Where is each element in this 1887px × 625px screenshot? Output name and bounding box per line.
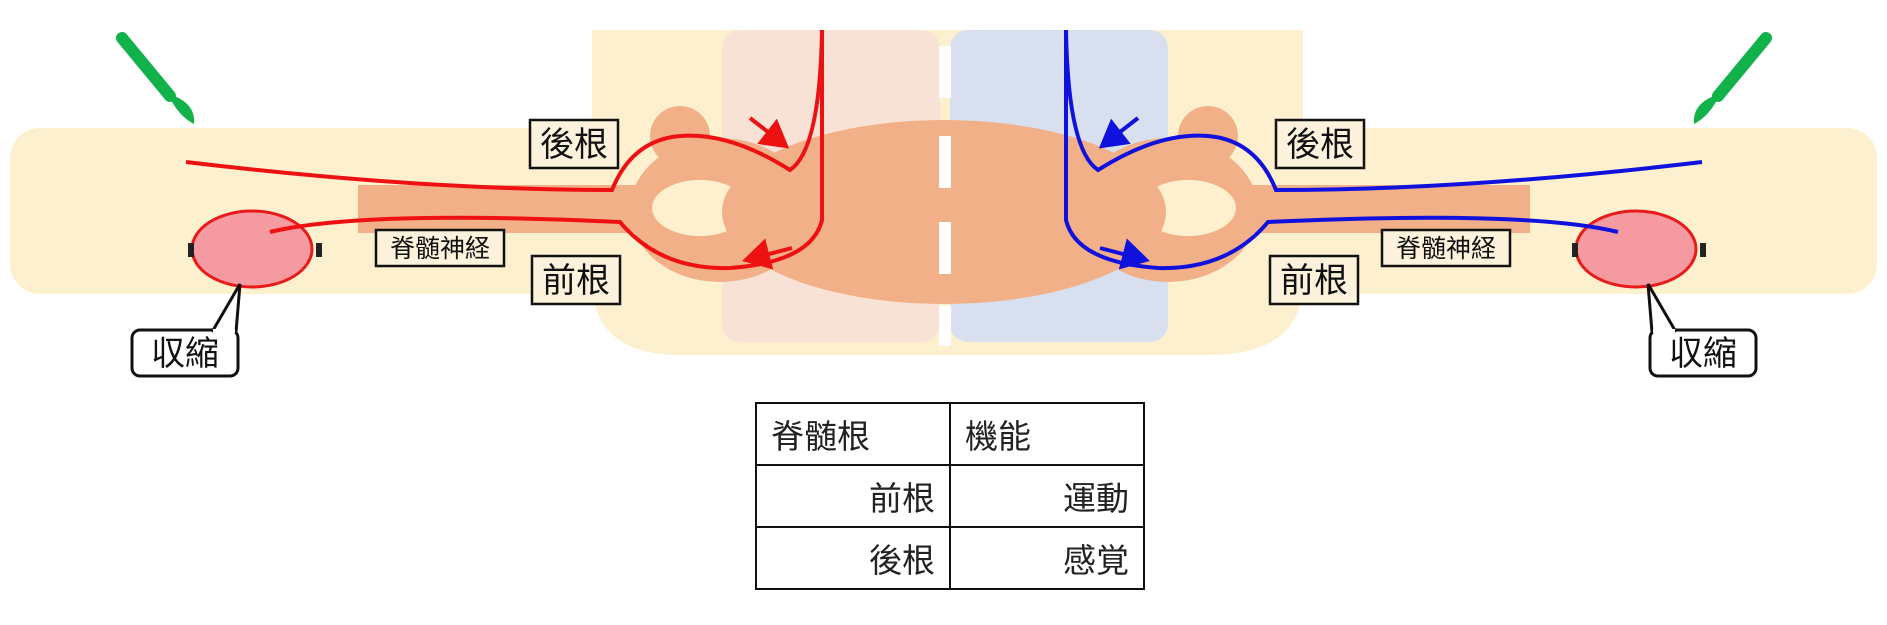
spinal-cord [722,120,1166,304]
arrow-left-ventral [742,238,793,270]
tendon-left-b [316,243,322,257]
motor-path-right [1064,30,1619,271]
table-cell: 後根 [755,526,951,590]
table-cell: 感覚 [949,526,1145,590]
svg-text:脊髄神経: 脊髄神経 [1396,234,1496,263]
spinal-nerve-trunk-right [1240,185,1530,233]
label-ventral-root-left: 前根 [530,254,622,306]
table-header: 機能 [949,402,1145,466]
muscle-left [190,209,314,289]
label-ventral-root-right: 前根 [1268,254,1360,306]
svg-text:前根: 前根 [1280,261,1348,301]
table-cell: 前根 [755,464,951,528]
paintbrush-icon [116,32,195,124]
label-dorsal-root-right: 後根 [1274,118,1366,170]
arrow-right-dorsal [1098,116,1140,149]
svg-text:後根: 後根 [540,125,608,165]
arrow-left-dorsal [748,116,790,149]
callout-contraction-right: 収縮 [1646,283,1758,378]
table-row: 後根 感覚 [755,526,1145,590]
label-spinal-nerve-right: 脊髄神経 [1380,228,1512,268]
midline [939,46,951,346]
svg-text:収縮: 収縮 [151,334,219,374]
table-header-row: 脊髄根 機能 [755,402,1145,466]
svg-text:脊髄神経: 脊髄神経 [390,234,490,263]
arrow-right-ventral [1099,238,1150,270]
tendon-right-b [1700,243,1706,257]
svg-text:収縮: 収縮 [1669,334,1737,374]
tendon-left-a [188,243,194,257]
table-header: 脊髄根 [755,402,951,466]
sensory-path-left [185,29,824,193]
paintbrush-icon [1693,32,1772,124]
svg-text:前根: 前根 [542,261,610,301]
label-dorsal-root-left: 後根 [528,118,620,170]
spinal-nerve-trunk-left [358,185,648,233]
muscle-right [1574,209,1698,289]
root-function-table: 脊髄根 機能 前根 運動 後根 感覚 [755,402,1145,590]
tendon-right-a [1572,243,1578,257]
motor-path-left [269,30,824,271]
callout-contraction-left: 収縮 [130,283,242,378]
table-cell: 運動 [949,464,1145,528]
label-spinal-nerve-left: 脊髄神経 [374,228,506,268]
svg-text:後根: 後根 [1286,125,1354,165]
spinal-cord-diagram: 後根 前根 脊髄神経 後根 前根 脊髄神経 収縮 収縮 [10,29,1877,378]
table-row: 前根 運動 [755,464,1145,528]
sensory-path-right [1064,29,1703,193]
